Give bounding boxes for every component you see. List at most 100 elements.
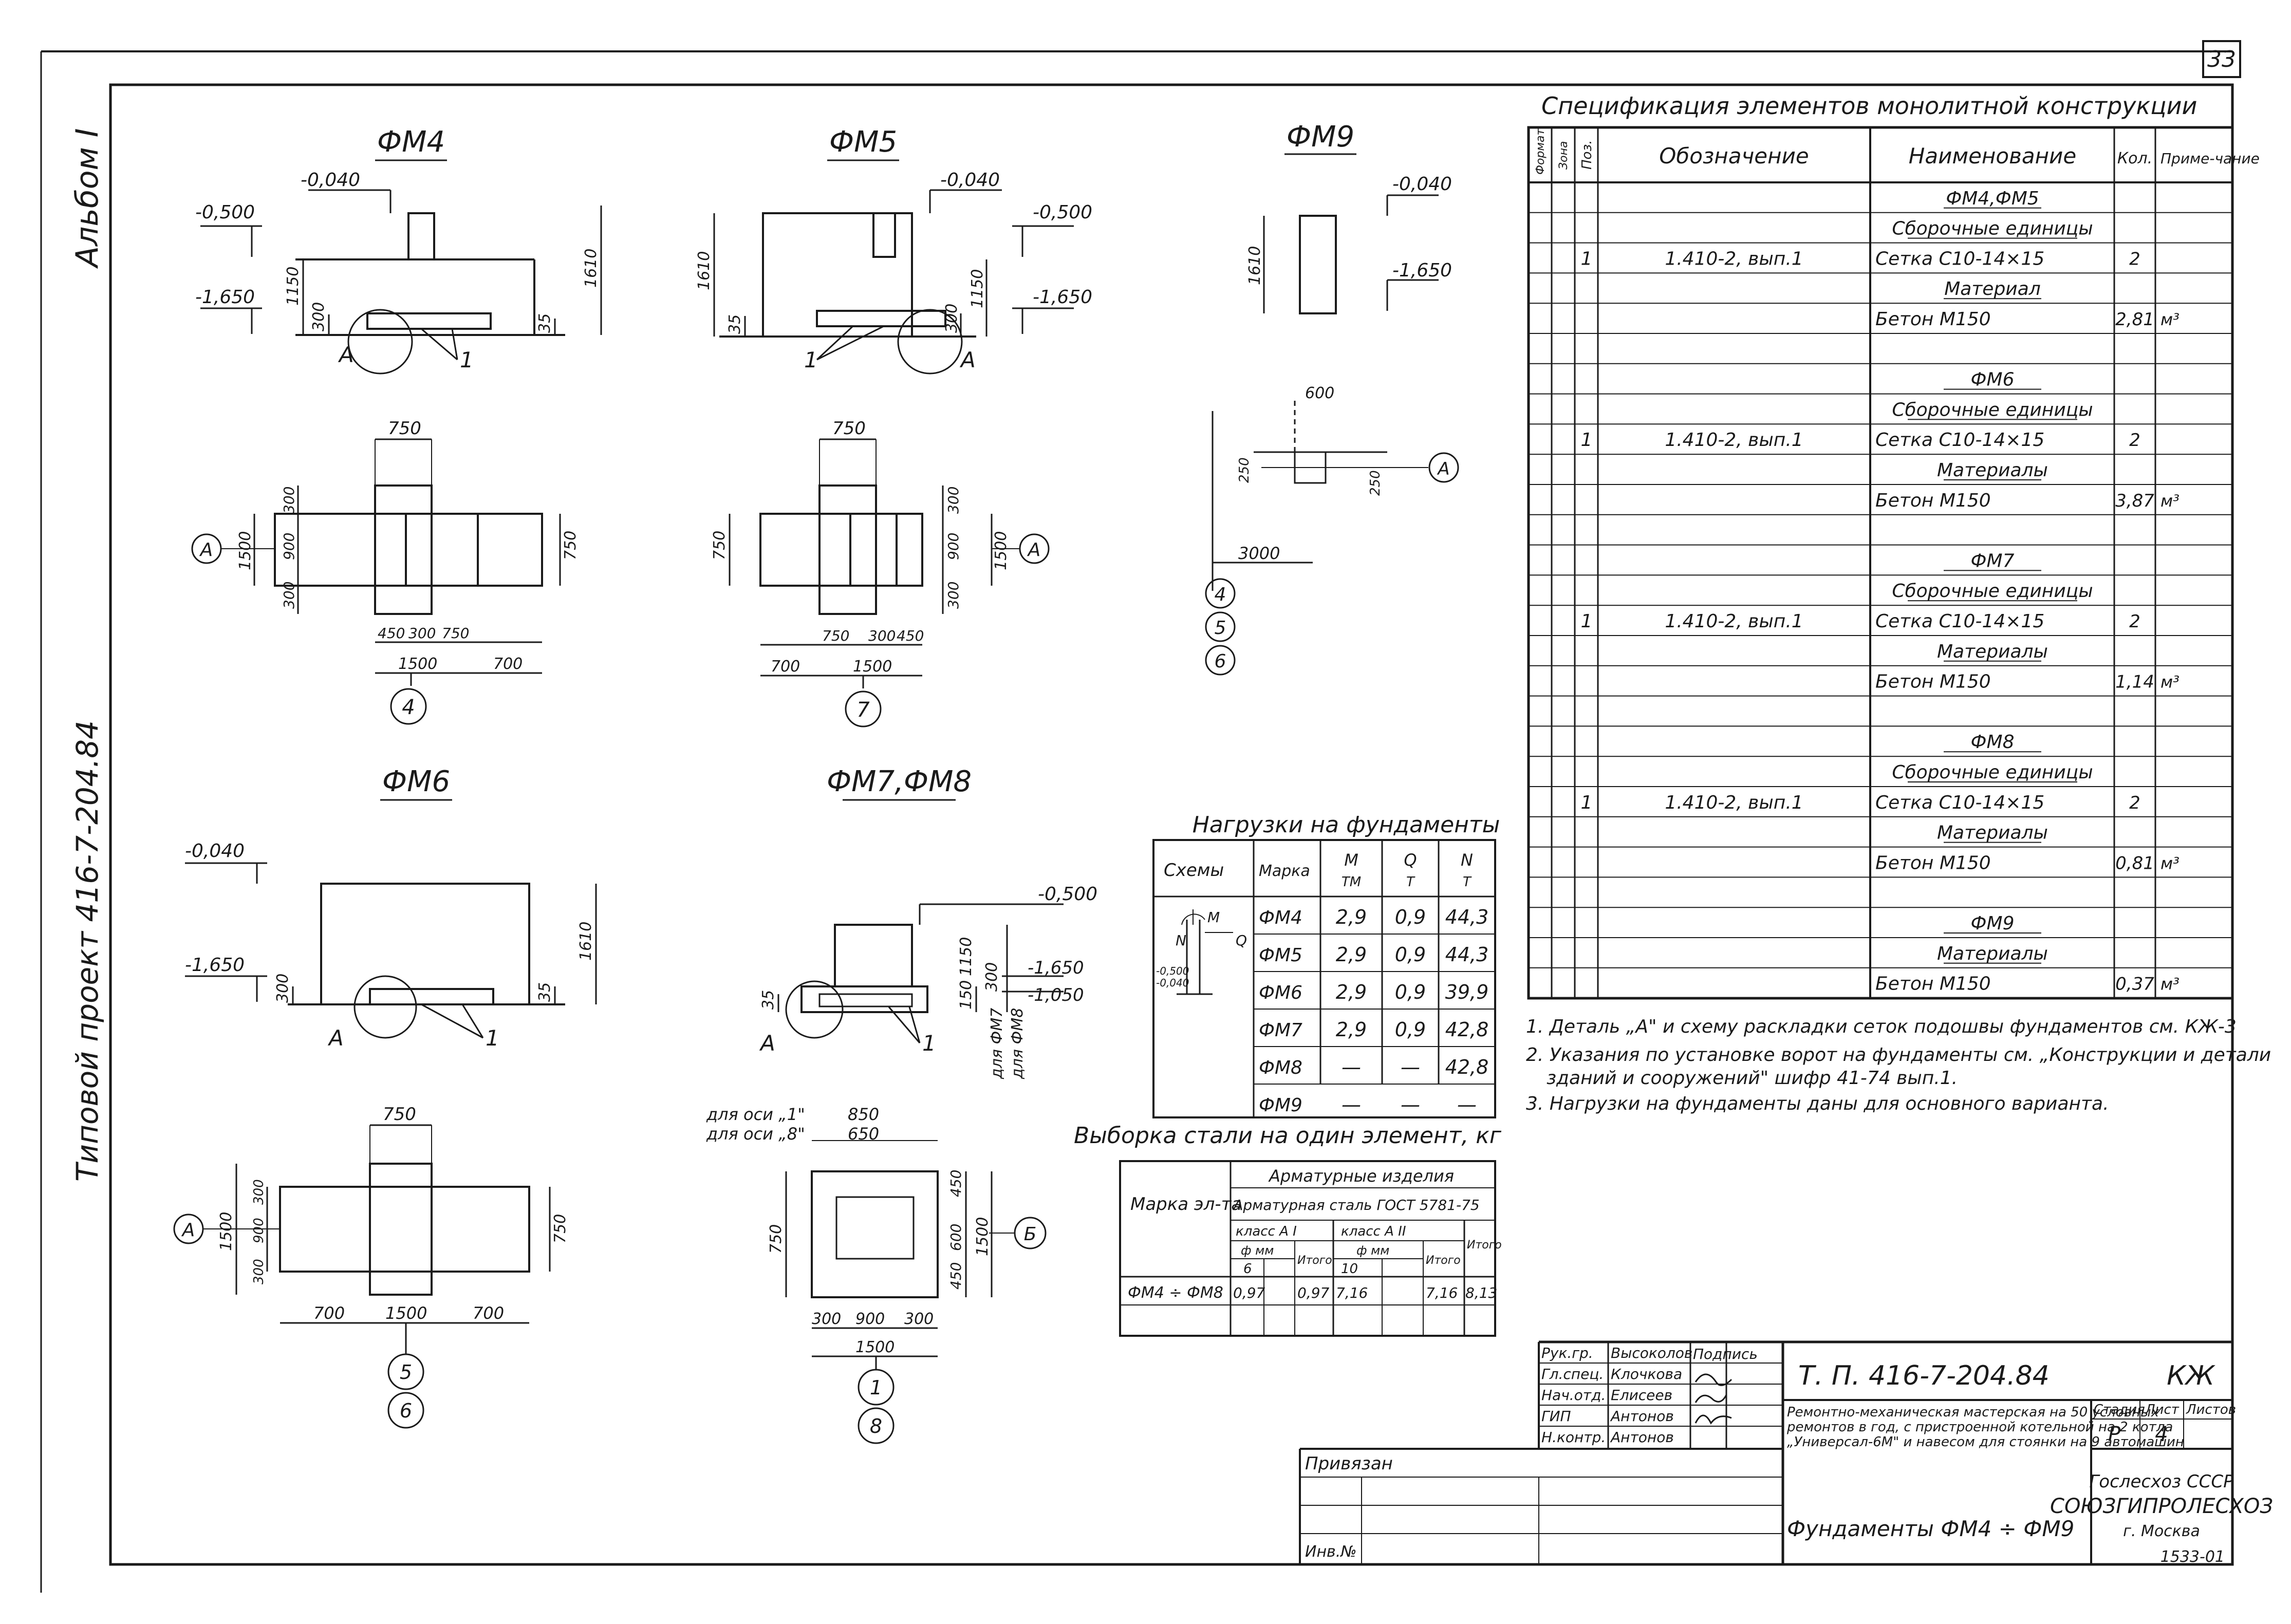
fm6-elev-top: -0,040 xyxy=(185,841,245,862)
spec-row-pos: 1 xyxy=(1581,611,1593,632)
stamp-person-name: Антонов xyxy=(1610,1408,1674,1425)
fm78-plan-d750-left: 750 xyxy=(767,1224,785,1254)
steel-dia2: 10 xyxy=(1341,1261,1358,1277)
steel-dia-label2: ф мм xyxy=(1356,1243,1389,1258)
loads-row-m: 2,9 xyxy=(1336,1018,1367,1041)
steel-col-group: Арматурные изделия xyxy=(1268,1166,1454,1186)
spec-row-qty: 2 xyxy=(2129,430,2140,451)
loads-row-n: 44,3 xyxy=(1445,943,1489,966)
fm78-plan-axis1-label: для оси „1" xyxy=(706,1105,805,1124)
spec-row-name: Сборочные единицы xyxy=(1892,218,2093,239)
loads-col-q-unit: Т xyxy=(1406,874,1415,890)
spec-col-zone: Зона xyxy=(1557,141,1570,170)
fm9-plan-d3000: 3000 xyxy=(1238,544,1280,563)
stamp-role: Рук.гр. xyxy=(1541,1345,1593,1361)
fm78-plan-d600: 600 xyxy=(947,1224,964,1251)
fm78-elev-callout-a: А xyxy=(759,1031,775,1056)
steel-row-a1: 0,97 xyxy=(1233,1284,1265,1301)
loads-row-m: 2,9 xyxy=(1336,906,1367,928)
fm4-elev-left-bot: -1,650 xyxy=(195,287,255,308)
fm4-plan-d300b: 300 xyxy=(281,582,297,609)
spec-row-name: Материалы xyxy=(1937,460,2048,481)
note-2: 2. Указания по установке ворот на фундам… xyxy=(1526,1044,2271,1066)
fm9-elev-bot: -1,650 xyxy=(1392,260,1452,281)
project-label: Типовой проект 416-7-204.84 xyxy=(70,720,105,1182)
fm78-elev-h300: 300 xyxy=(983,962,1001,992)
fm6-plan-axis-a: А xyxy=(181,1220,195,1241)
steel-dia-label1: ф мм xyxy=(1241,1243,1274,1258)
fm9-plan-axis-6: 6 xyxy=(1215,651,1226,672)
stamp-footer-code: 1533-01 xyxy=(2160,1548,2225,1566)
fm6-elev-bot: -1,650 xyxy=(185,955,245,976)
spec-row-name: ФМ7 xyxy=(1971,550,2015,571)
stamp-desc-2: ремонтов в год, с пристроенной котельной… xyxy=(1786,1420,2173,1435)
fm5-elev-h1150: 1150 xyxy=(968,269,986,308)
fm6-plan-d750-right: 750 xyxy=(551,1214,569,1243)
steel-total-label2: Итого xyxy=(1426,1254,1461,1267)
steel-row-a1-total: 0,97 xyxy=(1297,1284,1330,1301)
spec-row-name: Сборочные единицы xyxy=(1892,581,2093,602)
spec-row-name: ФМ4,ФМ5 xyxy=(1946,188,2039,209)
spec-row-name: Сетка С10-14×15 xyxy=(1875,248,2044,269)
stamp-person-name: Клочкова xyxy=(1611,1366,1682,1383)
fm4-plan-axis-num: 4 xyxy=(402,696,415,719)
fm5-elev-right-bot: -1,650 xyxy=(1033,287,1092,308)
spec-col-pos: Поз. xyxy=(1579,140,1595,170)
fm78-plan: для оси „1" для оси „8" 850 650 450 600 … xyxy=(706,1105,1047,1444)
fm6-elev-h1610: 1610 xyxy=(577,922,595,961)
stamp-role: Н.контр. xyxy=(1541,1429,1606,1446)
fm6-elev-callout-a: А xyxy=(327,1025,344,1051)
fm9-plan-d600: 600 xyxy=(1305,384,1334,402)
fm78-plan-axis-1: 1 xyxy=(870,1376,882,1399)
fm4-elev-top: -0,040 xyxy=(301,170,360,191)
stamp-code: Т. П. 416-7-204.84 xyxy=(1798,1360,2050,1391)
fm78-plan-d1500-right: 1500 xyxy=(974,1217,992,1256)
loads-col-n-unit: Т xyxy=(1463,874,1472,890)
spec-row-note: м³ xyxy=(2160,310,2180,329)
fm78-plan-d300a: 300 xyxy=(812,1310,841,1328)
spec-row-qty: 0,81 xyxy=(2115,853,2154,873)
loads-row-m: — xyxy=(1342,1093,1361,1116)
steel-row-a2-total: 7,16 xyxy=(1426,1284,1458,1301)
fm4-plan-d750-right: 750 xyxy=(562,531,580,560)
fm5-plan-d750-top: 750 xyxy=(832,418,866,439)
note-3: 3. Нагрузки на фундаменты даны для основ… xyxy=(1526,1093,2109,1114)
spec-row-name: Бетон М150 xyxy=(1875,490,1991,511)
note-1: 1. Деталь „А" и схему раскладки сеток по… xyxy=(1526,1016,2237,1037)
fm5-elev-top: -0,040 xyxy=(940,170,1000,191)
spec-row-name: Материалы xyxy=(1937,641,2048,662)
page-number: 33 xyxy=(2207,46,2236,72)
fm78-plan-d850: 850 xyxy=(848,1105,879,1124)
loads-row-mark: ФМ9 xyxy=(1259,1095,1302,1116)
spec-row-name: ФМ9 xyxy=(1971,913,2015,934)
spec-row-note: м³ xyxy=(2160,975,2180,994)
fm78-elev-for8: для ФМ8 xyxy=(1009,1008,1027,1079)
fm9-plan-axis-a: А xyxy=(1437,459,1449,479)
loads-row-q: 0,9 xyxy=(1395,1018,1426,1041)
spec-row-qty: 2 xyxy=(2129,611,2140,632)
stamp-people: Рук.гр.ВысоколовГл.спец.КлочковаНач.отд.… xyxy=(1541,1345,1692,1446)
fm6-plan-d300a: 300 xyxy=(251,1179,267,1205)
spec-row-qty: 2,81 xyxy=(2115,309,2154,330)
loads-table: Нагрузки на фундаменты Схемы Марка M ТМ … xyxy=(1152,812,1500,1118)
spec-row-name: ФМ8 xyxy=(1971,732,2015,753)
fm78-plan-d1500: 1500 xyxy=(855,1338,895,1356)
fm9-plan-d250a: 250 xyxy=(1237,457,1252,483)
spec-col-format: Формат xyxy=(1534,128,1547,175)
stamp-attached-label: Привязан xyxy=(1305,1453,1393,1474)
fm4-plan-d900: 900 xyxy=(281,533,297,560)
fm78-elev-mark-1: 1 xyxy=(922,1031,936,1056)
stamp-sheets-label: Листов xyxy=(2186,1402,2236,1417)
loads-row-mark: ФМ7 xyxy=(1259,1020,1302,1041)
spec-row-name: Сборочные единицы xyxy=(1892,399,2093,420)
spec-row-name: Материалы xyxy=(1937,823,2048,844)
loads-row-n: — xyxy=(1457,1093,1477,1116)
fm9-elev-h1610: 1610 xyxy=(1246,246,1264,285)
spec-row-name: Сетка С10-14×15 xyxy=(1875,611,2044,632)
stamp-inv-label: Инв.№ xyxy=(1305,1543,1356,1561)
fm6-plan-d1500-left: 1500 xyxy=(217,1212,235,1251)
fm5-plan-d1500-bot: 1500 xyxy=(853,658,892,676)
fm5-title: ФМ5 xyxy=(829,125,897,159)
fm5-plan-d300b: 300 xyxy=(945,582,962,609)
stamp-desc-1: Ремонтно-механическая мастерская на 50 у… xyxy=(1787,1405,2159,1420)
